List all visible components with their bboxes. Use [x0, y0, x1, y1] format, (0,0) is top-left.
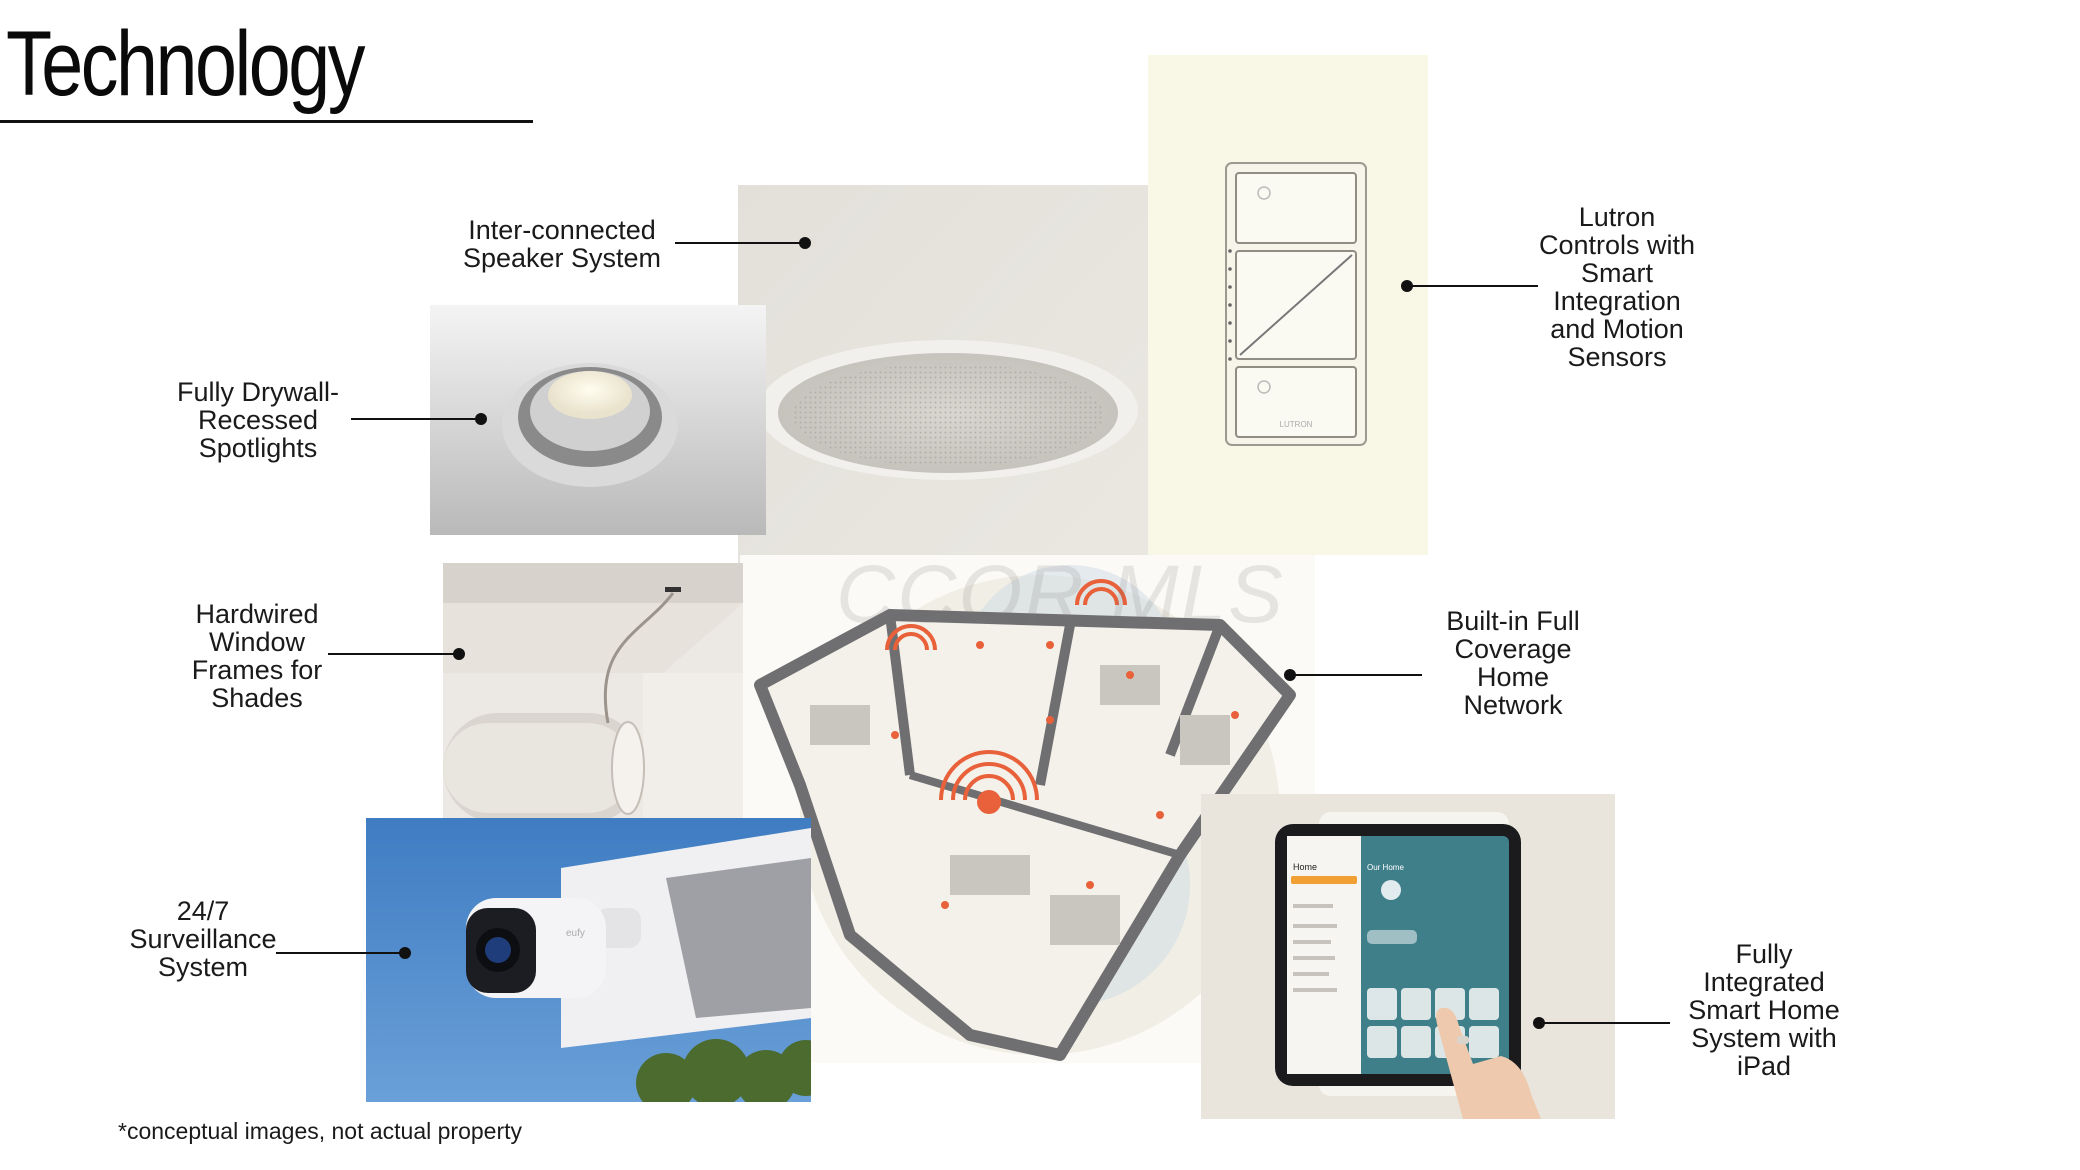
- ipad-main-title: Our Home: [1367, 863, 1404, 872]
- leader-line-ipad: [1540, 1022, 1670, 1024]
- label-speaker-system: Inter-connected Speaker System: [462, 215, 662, 273]
- footnote: *conceptual images, not actual property: [118, 1118, 523, 1144]
- page-title: Technology: [6, 13, 366, 115]
- leader-line-shades: [328, 653, 462, 655]
- dimmer-brand-text: LUTRON: [1280, 420, 1313, 429]
- speaker-photo: [738, 185, 1148, 625]
- label-lutron-controls: Lutron Controls with Smart Integration a…: [1538, 202, 1696, 372]
- label-surveillance-system: 24/7 Surveillance System: [129, 896, 277, 982]
- label-ipad-smart-home: Fully Integrated Smart Home System with …: [1688, 939, 1840, 1081]
- camera-photo: eufy: [366, 818, 811, 1102]
- floorplan-photo: [740, 555, 1315, 1063]
- label-recessed-spotlights: Fully Drywall- Recessed Spotlights: [177, 377, 339, 463]
- leader-line-lutron: [1408, 285, 1538, 287]
- title-underline: [0, 120, 533, 123]
- window-shade-photo: [443, 563, 743, 863]
- leader-line-speaker: [675, 242, 805, 244]
- dimmer-photo: LUTRON: [1148, 55, 1428, 555]
- leader-line-spotlights: [351, 418, 483, 420]
- watermark: CCOR MLS: [836, 549, 1285, 640]
- camera-brand-text: eufy: [566, 928, 585, 939]
- leader-dot-network: [1284, 669, 1296, 681]
- label-home-network: Built-in Full Coverage Home Network: [1446, 606, 1580, 720]
- leader-dot-ipad: [1533, 1017, 1545, 1029]
- leader-dot-surveillance: [399, 947, 411, 959]
- leader-dot-spotlights: [475, 413, 487, 425]
- ipad-sidebar-title: Home: [1293, 862, 1317, 872]
- leader-dot-lutron: [1401, 280, 1413, 292]
- leader-line-surveillance: [276, 952, 410, 954]
- leader-dot-shades: [453, 648, 465, 660]
- leader-dot-speaker: [799, 237, 811, 249]
- ipad-photo: Home Our Home: [1201, 794, 1615, 1119]
- label-window-shades: Hardwired Window Frames for Shades: [191, 599, 323, 713]
- leader-line-network: [1292, 674, 1422, 676]
